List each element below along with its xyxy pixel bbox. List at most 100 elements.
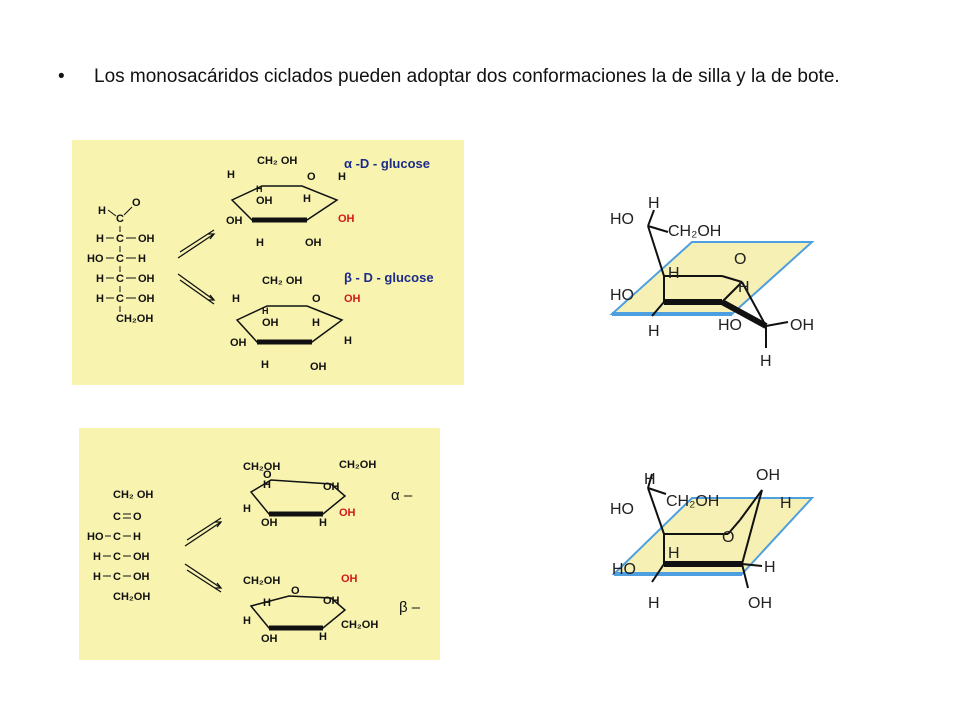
svg-text:O: O	[263, 469, 272, 481]
svg-text:CH₂OH: CH₂OH	[339, 459, 376, 471]
svg-text:C: C	[116, 253, 124, 265]
svg-text:H: H	[263, 597, 271, 609]
svg-text:CH₂OH: CH₂OH	[666, 493, 719, 510]
svg-text:OH: OH	[748, 595, 772, 612]
svg-text:HO: HO	[87, 531, 104, 543]
svg-text:OH: OH	[323, 595, 340, 607]
svg-text:OH: OH	[261, 517, 278, 529]
svg-text:H: H	[256, 237, 264, 249]
svg-text:CH₂ OH: CH₂ OH	[257, 155, 297, 167]
svg-text:HO: HO	[610, 501, 634, 518]
svg-text:H: H	[319, 517, 327, 529]
fructose-cyclization-panel: CH₂ OH C O HO C H H C OH H C OH CH₂OH CH…	[79, 428, 440, 660]
svg-text:H: H	[303, 193, 311, 205]
svg-text:OH: OH	[310, 361, 327, 373]
svg-text:H: H	[256, 184, 263, 194]
svg-text:H: H	[338, 171, 346, 183]
svg-text:H: H	[96, 273, 104, 285]
svg-text:O: O	[132, 197, 141, 209]
svg-text:OH: OH	[261, 633, 278, 645]
beta-fructose-label: β –	[399, 599, 421, 616]
svg-text:H: H	[319, 631, 327, 643]
svg-text:H: H	[344, 335, 352, 347]
svg-text:H: H	[262, 306, 269, 316]
svg-text:OH: OH	[138, 233, 155, 245]
svg-text:O: O	[722, 529, 734, 546]
svg-text:H: H	[644, 471, 656, 488]
alpha-glucose-label: α -D - glucose	[344, 156, 430, 171]
svg-text:OH: OH	[341, 573, 358, 585]
svg-text:H: H	[243, 503, 251, 515]
svg-text:OH: OH	[305, 237, 322, 249]
svg-text:H: H	[96, 293, 104, 305]
svg-text:HO: HO	[87, 253, 104, 265]
svg-text:H: H	[138, 253, 146, 265]
boat-conformation-diagram: H OH HO CH₂OH H O H HO H H OH	[610, 467, 815, 612]
svg-text:CH₂OH: CH₂OH	[116, 313, 153, 325]
svg-text:H: H	[243, 615, 251, 627]
svg-text:H: H	[760, 353, 772, 370]
svg-text:OH: OH	[133, 551, 150, 563]
svg-text:C: C	[116, 213, 124, 225]
svg-text:HO: HO	[610, 287, 634, 304]
svg-text:H: H	[232, 293, 240, 305]
svg-text:C: C	[116, 293, 124, 305]
bullet-text: Los monosacáridos ciclados pueden adopta…	[94, 66, 840, 87]
svg-text:C: C	[113, 511, 121, 523]
svg-text:O: O	[312, 293, 321, 305]
svg-text:H: H	[263, 479, 271, 491]
svg-text:C: C	[116, 273, 124, 285]
svg-text:H: H	[98, 205, 106, 217]
svg-text:H: H	[668, 265, 680, 282]
svg-text:C: C	[116, 233, 124, 245]
svg-text:O: O	[291, 585, 300, 597]
svg-text:H: H	[668, 545, 680, 562]
svg-text:O: O	[133, 511, 142, 523]
svg-text:H: H	[133, 531, 141, 543]
svg-text:OH: OH	[756, 467, 780, 484]
svg-text:CH₂OH: CH₂OH	[668, 223, 721, 240]
svg-text:OH: OH	[338, 213, 355, 225]
svg-text:H: H	[648, 195, 660, 212]
svg-text:OH: OH	[133, 571, 150, 583]
chair-conformation-diagram: HO H CH₂OH O H HO H H HO OH H	[609, 195, 815, 370]
svg-text:CH₂ OH: CH₂ OH	[113, 489, 153, 501]
svg-text:OH: OH	[230, 337, 247, 349]
glucose-cyclization-panel: H C O H C OH HO C H H C OH H C OH CH₂OH …	[72, 140, 464, 385]
svg-text:C: C	[113, 531, 121, 543]
svg-text:OH: OH	[344, 293, 361, 305]
svg-text:HO: HO	[612, 561, 636, 578]
svg-text:OH: OH	[256, 195, 273, 207]
svg-text:CH₂OH: CH₂OH	[341, 619, 378, 631]
svg-text:H: H	[312, 317, 320, 329]
svg-text:O: O	[307, 171, 316, 183]
svg-text:H: H	[648, 323, 660, 340]
svg-text:H: H	[648, 595, 660, 612]
svg-text:OH: OH	[323, 481, 340, 493]
svg-text:H: H	[780, 495, 792, 512]
svg-text:CH₂OH: CH₂OH	[113, 591, 150, 603]
svg-text:HO: HO	[610, 211, 634, 228]
svg-text:CH₂ OH: CH₂ OH	[262, 275, 302, 287]
svg-text:OH: OH	[790, 317, 814, 334]
beta-glucose-label: β - D - glucose	[344, 270, 434, 285]
svg-text:HO: HO	[718, 317, 742, 334]
svg-text:H: H	[738, 279, 750, 296]
svg-text:H: H	[93, 571, 101, 583]
svg-text:OH: OH	[138, 293, 155, 305]
svg-text:O: O	[734, 251, 746, 268]
svg-text:CH₂OH: CH₂OH	[243, 575, 280, 587]
svg-text:OH: OH	[138, 273, 155, 285]
svg-text:H: H	[764, 559, 776, 576]
alpha-fructose-label: α –	[391, 487, 413, 504]
svg-text:C: C	[113, 571, 121, 583]
svg-text:CH₂OH: CH₂OH	[243, 461, 280, 473]
svg-text:H: H	[96, 233, 104, 245]
svg-text:H: H	[227, 169, 235, 181]
svg-text:OH: OH	[262, 317, 279, 329]
svg-text:C: C	[113, 551, 121, 563]
svg-text:H: H	[261, 359, 269, 371]
bullet-marker: •	[58, 66, 65, 87]
svg-text:OH: OH	[226, 215, 243, 227]
svg-text:H: H	[93, 551, 101, 563]
